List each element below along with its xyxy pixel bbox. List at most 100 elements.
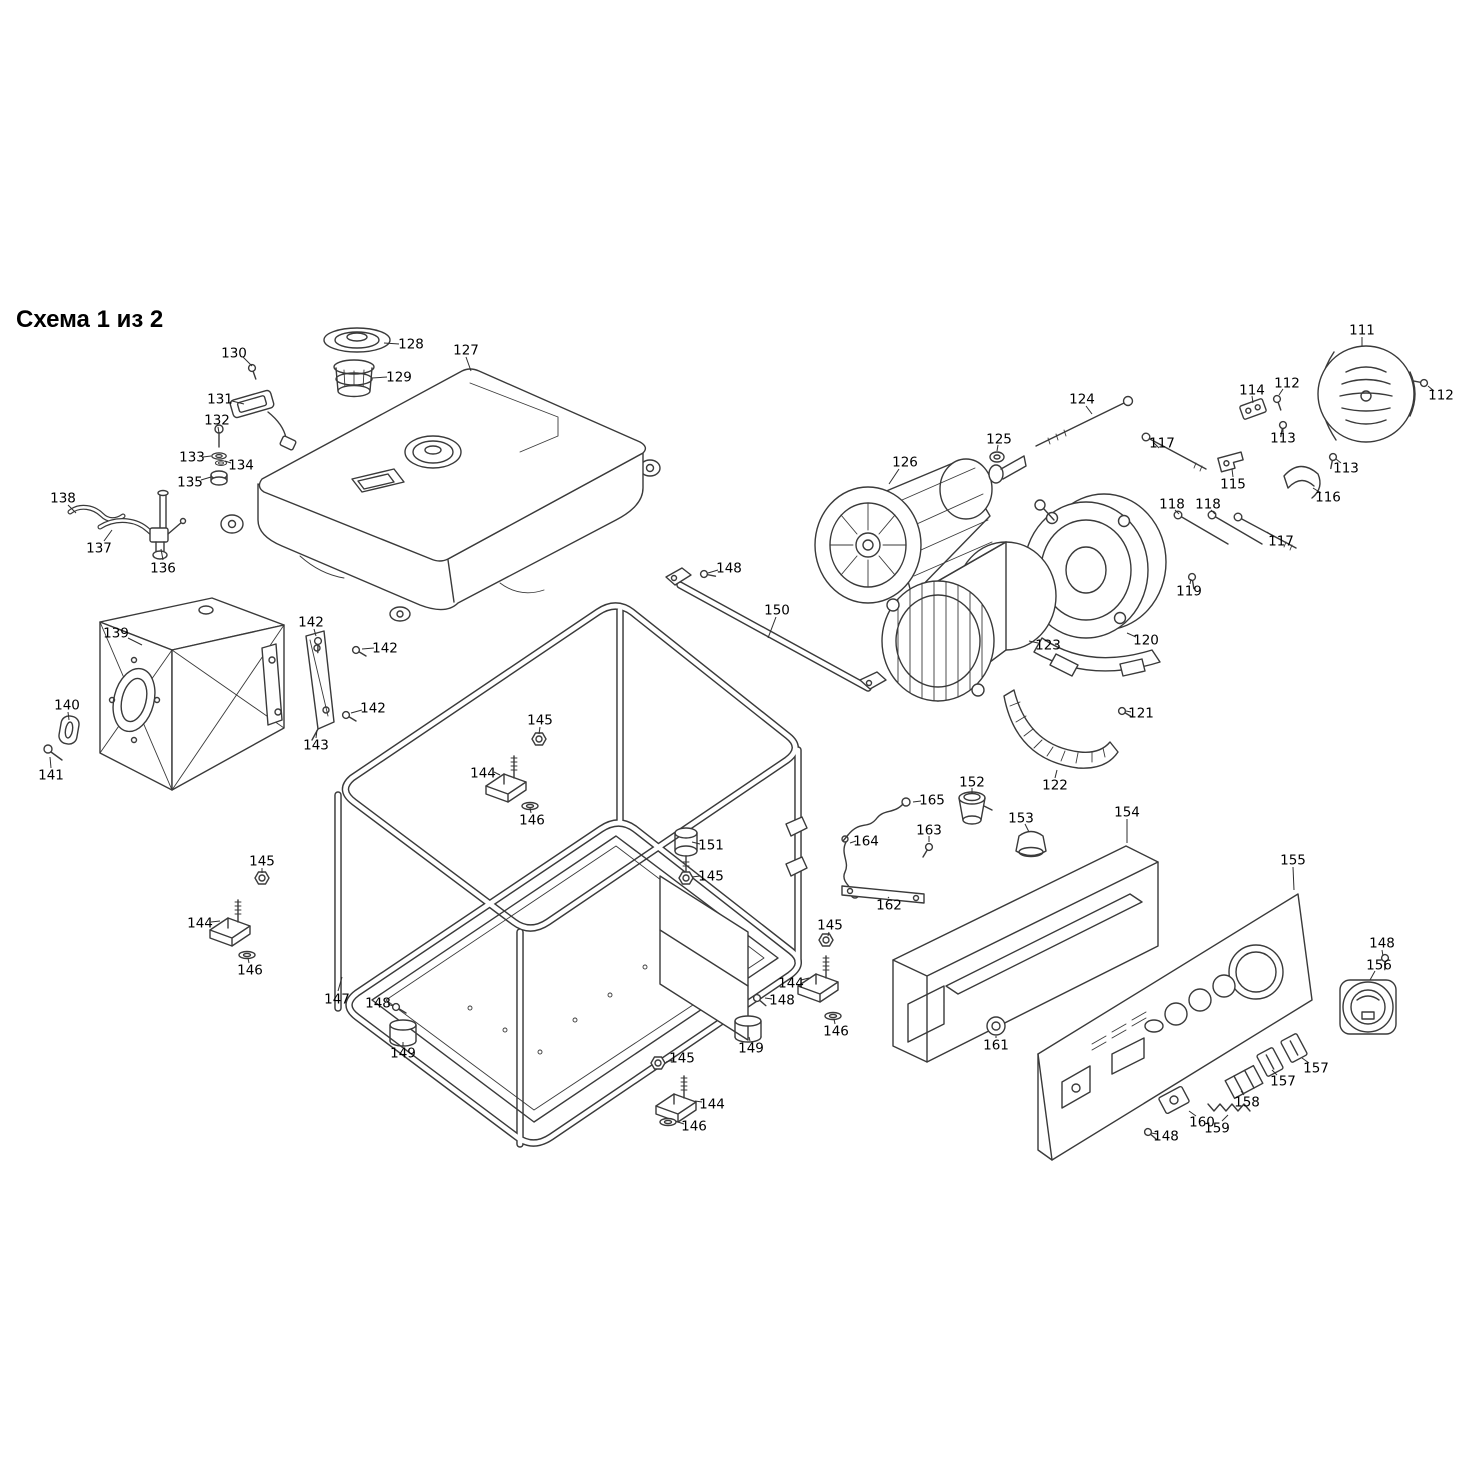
leader-line xyxy=(337,976,343,992)
leader-line xyxy=(1024,823,1030,833)
leader-line xyxy=(996,444,999,452)
part-146-washer xyxy=(659,1117,677,1127)
leader-line xyxy=(1266,531,1275,538)
part-157-breaker xyxy=(1256,1047,1284,1077)
part-label-116: 116 xyxy=(1315,490,1341,506)
part-111-fan-cover xyxy=(1317,345,1416,443)
part-124-bolt xyxy=(1035,395,1134,447)
part-114-brush-holder xyxy=(1239,398,1267,420)
part-label-142: 142 xyxy=(298,615,324,631)
part-label-162: 162 xyxy=(876,898,902,914)
leader-line xyxy=(1312,487,1322,494)
part-label-144: 144 xyxy=(470,766,496,782)
leader-line xyxy=(827,931,830,937)
leader-line xyxy=(1301,1057,1310,1064)
part-160-switch xyxy=(1158,1085,1190,1115)
part-label-112: 112 xyxy=(1274,376,1300,392)
leader-line xyxy=(1085,405,1093,415)
part-143-bracket xyxy=(305,630,335,741)
part-label-148: 148 xyxy=(1153,1129,1179,1145)
part-label-135: 135 xyxy=(177,475,203,491)
part-label-133: 133 xyxy=(179,450,205,466)
part-label-118: 118 xyxy=(1159,497,1185,513)
part-label-127: 127 xyxy=(453,343,479,359)
part-label-121: 121 xyxy=(1128,706,1154,722)
leader-line xyxy=(493,771,501,776)
leader-line xyxy=(247,957,250,964)
part-label-145: 145 xyxy=(817,918,843,934)
leader-line xyxy=(1231,468,1234,478)
leader-line xyxy=(202,455,212,458)
leader-line xyxy=(1335,458,1342,464)
part-138-hose xyxy=(67,504,126,523)
page-title: Схема 1 из 2 xyxy=(16,306,164,333)
part-label-117: 117 xyxy=(1268,534,1294,550)
part-142-screw xyxy=(341,710,357,722)
part-label-151: 151 xyxy=(698,838,724,854)
leader-line xyxy=(707,569,719,574)
part-140-gasket xyxy=(58,715,80,745)
part-146-washer xyxy=(824,1011,842,1021)
part-131-fuel-gauge xyxy=(229,389,297,451)
part-label-145: 145 xyxy=(527,713,553,729)
part-label-113: 113 xyxy=(1270,431,1296,447)
part-label-142: 142 xyxy=(360,701,386,717)
leader-line xyxy=(1381,949,1384,957)
part-label-126: 126 xyxy=(892,455,918,471)
part-label-118: 118 xyxy=(1195,497,1221,513)
part-label-157: 157 xyxy=(1270,1074,1296,1090)
leader-line xyxy=(691,841,701,845)
leader-line xyxy=(67,504,77,514)
leader-line xyxy=(371,376,388,379)
leader-line xyxy=(538,726,541,735)
leader-line xyxy=(1240,1090,1245,1096)
part-label-120: 120 xyxy=(1133,633,1159,649)
part-145-nut xyxy=(531,732,547,746)
leader-line xyxy=(242,356,253,367)
leader-line xyxy=(224,460,232,464)
part-label-145: 145 xyxy=(669,1051,695,1067)
leader-line xyxy=(694,1100,703,1103)
part-155-control-panel xyxy=(1037,893,1313,1161)
part-label-131: 131 xyxy=(207,392,233,408)
part-136-fuel-valve xyxy=(149,489,187,560)
leader-line xyxy=(1174,509,1180,515)
leader-line xyxy=(677,1121,685,1125)
leader-line xyxy=(1278,388,1284,396)
part-126-rotor xyxy=(814,455,1027,604)
leader-line xyxy=(1369,970,1376,981)
part-165-wire xyxy=(842,797,911,842)
part-115-bracket xyxy=(1217,451,1244,473)
leader-line xyxy=(160,548,164,561)
part-label-163: 163 xyxy=(916,823,942,839)
leader-line xyxy=(465,356,472,372)
part-158-terminal-block xyxy=(1224,1064,1264,1100)
part-128-fuel-cap xyxy=(323,327,391,353)
part-157-breaker xyxy=(1280,1033,1308,1063)
part-label-134: 134 xyxy=(228,458,254,474)
leader-line xyxy=(67,711,70,721)
part-151-knob xyxy=(674,827,698,872)
leader-line xyxy=(1188,1110,1197,1117)
leader-line xyxy=(800,977,810,981)
part-label-146: 146 xyxy=(519,813,545,829)
leader-line xyxy=(1221,1114,1229,1122)
part-label-142: 142 xyxy=(372,641,398,657)
part-144-mount xyxy=(655,1075,697,1123)
leader-line xyxy=(748,1036,751,1042)
leader-line xyxy=(665,1059,674,1063)
part-label-150: 150 xyxy=(764,603,790,619)
part-label-149: 149 xyxy=(390,1046,416,1062)
leader-line xyxy=(849,840,857,844)
leader-line xyxy=(888,468,900,485)
part-label-164: 164 xyxy=(853,834,879,850)
part-141-bolt xyxy=(43,744,63,761)
part-label-122: 122 xyxy=(1042,778,1068,794)
part-129-fuel-filter xyxy=(333,359,375,398)
part-label-157: 157 xyxy=(1303,1061,1329,1077)
leader-line xyxy=(217,426,220,434)
part-152-socket xyxy=(958,791,993,825)
leader-line xyxy=(691,875,701,878)
part-145-nut xyxy=(818,933,834,947)
part-156-outlet xyxy=(1339,979,1397,1035)
